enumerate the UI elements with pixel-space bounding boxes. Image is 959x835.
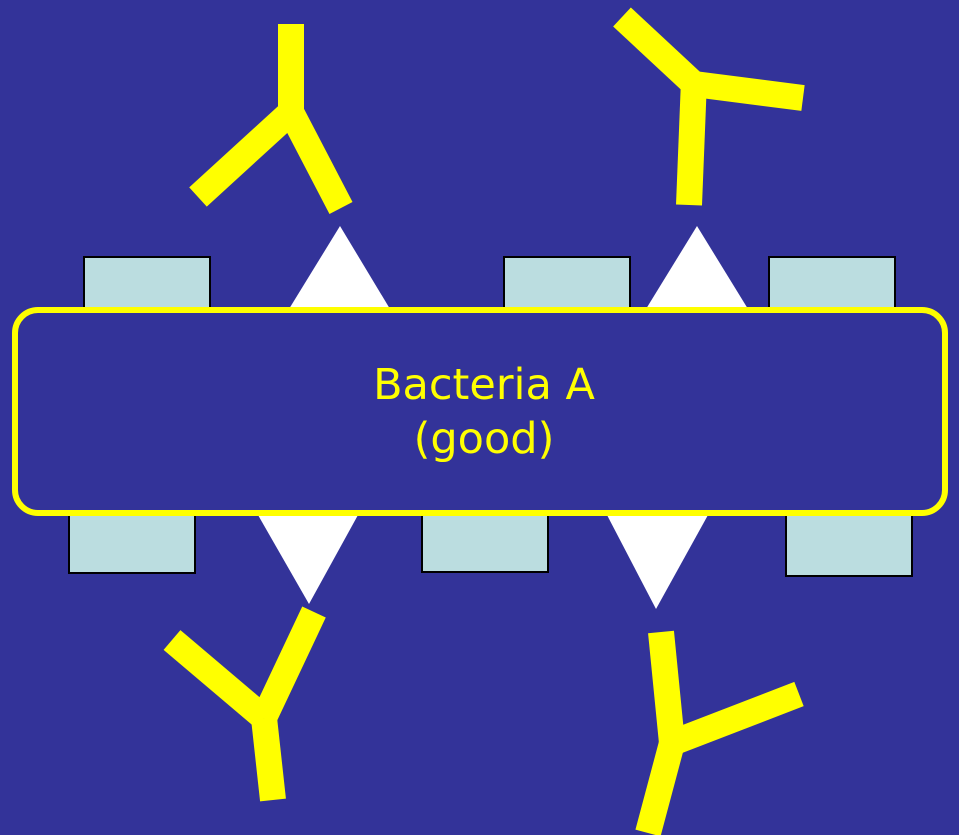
antibody-y — [198, 24, 341, 208]
antibody-y — [172, 612, 314, 800]
surface-protein — [786, 510, 912, 576]
surface-protein — [422, 510, 548, 572]
cell-label-name: Bacteria A — [373, 358, 595, 412]
cell-label-type: (good) — [414, 412, 555, 466]
surface-protein — [69, 510, 195, 573]
bacteria-cell: Bacteria A (good) — [12, 307, 948, 516]
antigen-triangle — [258, 515, 358, 604]
antigen-triangle — [646, 226, 748, 309]
antigen-triangle — [289, 226, 390, 309]
antigen-triangle — [607, 515, 708, 609]
antibody-y — [622, 17, 803, 205]
antibody-y — [648, 632, 799, 833]
